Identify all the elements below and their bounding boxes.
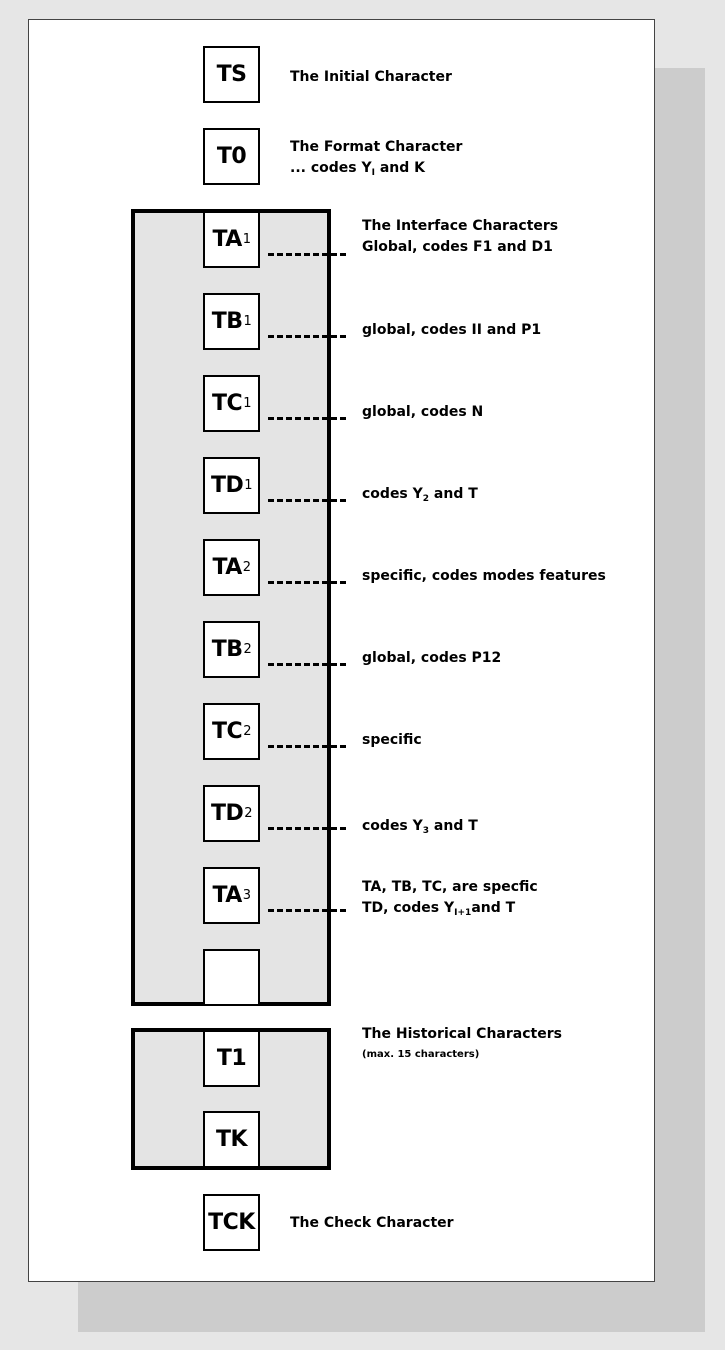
- diagram-card: [28, 19, 655, 1282]
- label-tc1: global, codes N: [362, 404, 484, 420]
- label-ta3-post: and T: [471, 900, 516, 916]
- box-tc1-sub: 1: [243, 396, 251, 411]
- label-interface-characters: The Interface Characters Global, codes F…: [362, 216, 558, 258]
- box-td2-sub: 2: [244, 806, 253, 821]
- box-ts: TS: [203, 46, 260, 103]
- label-format-line1: The Format Character: [290, 139, 463, 155]
- label-historical-line1: The Historical Characters: [362, 1026, 562, 1042]
- label-td1-pre: codes Y: [362, 486, 423, 502]
- label-td2-pre: codes Y: [362, 818, 423, 834]
- box-tk: TK: [203, 1111, 260, 1168]
- box-ta2-sub: 2: [242, 560, 251, 575]
- box-tb2-sub: 2: [243, 642, 252, 657]
- label-ta3-line1: TA, TB, TC, are specfic: [362, 879, 538, 895]
- box-tc2-text: TC: [212, 719, 243, 744]
- box-ta1-sub: 1: [242, 232, 251, 247]
- label-ta3-sub: I+1: [454, 908, 472, 918]
- box-tk-text: TK: [215, 1127, 248, 1152]
- label-tb2: global, codes P12: [362, 650, 502, 666]
- label-td2-post: and T: [429, 818, 478, 834]
- dash-tb2: [268, 663, 346, 666]
- box-ta3-text: TA: [212, 883, 242, 908]
- label-historical-max: (max. 15 characters): [362, 1049, 480, 1060]
- dash-ta2: [268, 581, 346, 584]
- box-td1-sub: 1: [244, 478, 253, 493]
- label-format-character: The Format Character ... codes YI and K: [290, 137, 462, 184]
- box-t1-text: T1: [216, 1046, 247, 1071]
- label-td1-sub: 2: [422, 494, 430, 504]
- label-historical-characters: The Historical Characters: [362, 1024, 562, 1045]
- box-ta2-text: TA: [212, 555, 242, 580]
- dash-ta1: [268, 253, 346, 256]
- label-td2-sub: 3: [422, 826, 430, 836]
- label-ta2: specific, codes modes features: [362, 568, 606, 584]
- box-t0: T0: [203, 128, 260, 185]
- label-td2: codes Y3 and T: [362, 816, 478, 842]
- dash-ta3: [268, 909, 346, 912]
- box-ts-text: TS: [216, 62, 247, 87]
- box-t1: T1: [203, 1030, 260, 1087]
- dash-td1: [268, 499, 346, 502]
- box-td1-text: TD: [210, 473, 244, 498]
- label-tc2: specific: [362, 732, 422, 748]
- dash-tc1: [268, 417, 346, 420]
- box-tck-text: TCK: [208, 1210, 255, 1235]
- box-tb1-text: TB: [211, 309, 243, 334]
- label-ta3: TA, TB, TC, are specfic TD, codes YI+1an…: [362, 877, 538, 924]
- label-check-character: The Check Character: [290, 1215, 454, 1231]
- box-tb1-sub: 1: [243, 314, 252, 329]
- label-format-post: and K: [374, 160, 426, 176]
- box-ta1-text: TA: [212, 227, 242, 252]
- box-t0-text: T0: [216, 144, 247, 169]
- box-ta3-sub: 3: [242, 888, 251, 903]
- box-tb2-text: TB: [211, 637, 243, 662]
- label-ta3-pre: TD, codes Y: [362, 900, 455, 916]
- label-td1: codes Y2 and T: [362, 484, 478, 510]
- label-tb1: global, codes II and P1: [362, 322, 542, 338]
- label-initial-character: The Initial Character: [290, 69, 452, 85]
- box-empty: [203, 949, 260, 1006]
- dash-tb1: [268, 335, 346, 338]
- box-tc2-sub: 2: [243, 724, 251, 739]
- label-interface-line2: Global, codes F1 and D1: [362, 239, 553, 255]
- label-interface-line1: The Interface Characters: [362, 218, 559, 234]
- label-td1-post: and T: [429, 486, 478, 502]
- label-format-line2: ... codes YI and K: [290, 158, 462, 184]
- label-ta3-line2: TD, codes YI+1and T: [362, 898, 538, 924]
- label-format-pre: ... codes Y: [290, 160, 372, 176]
- box-tck: TCK: [203, 1194, 260, 1251]
- dash-tc2: [268, 745, 346, 748]
- box-td2-text: TD: [210, 801, 244, 826]
- label-format-sub: I: [371, 168, 375, 178]
- box-tc1-text: TC: [212, 391, 243, 416]
- dash-td2: [268, 827, 346, 830]
